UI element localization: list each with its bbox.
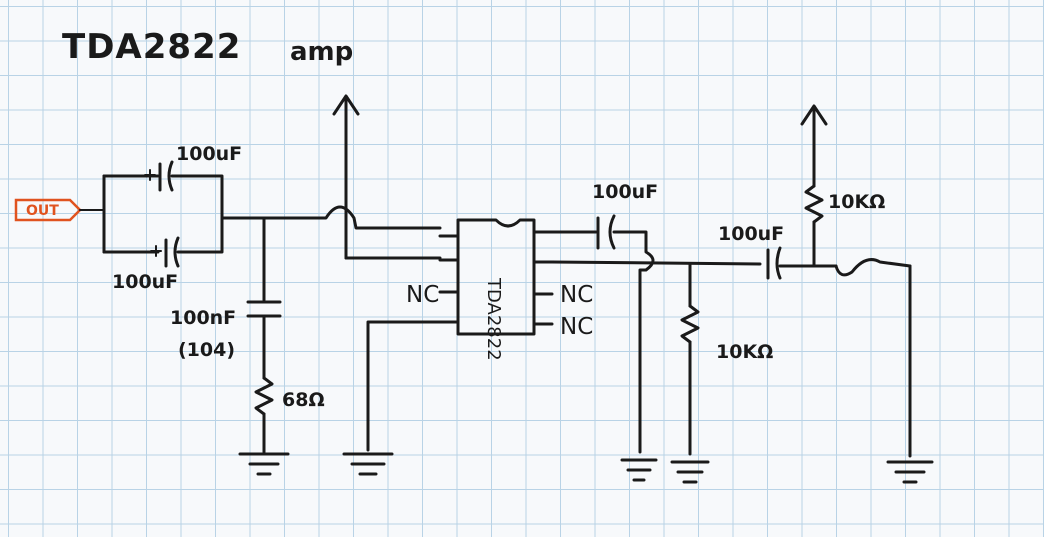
cap-zobel-label: 100nF bbox=[170, 307, 236, 329]
zobel-resistor bbox=[254, 376, 274, 416]
nc-right-1-label: NC bbox=[560, 282, 593, 308]
input-tag-label: OUT bbox=[26, 203, 59, 219]
nc-left-label: NC bbox=[406, 282, 439, 308]
load-resistor bbox=[680, 304, 700, 344]
title-text: TDA2822 bbox=[62, 27, 241, 67]
cap-out1-label: 100uF bbox=[592, 181, 658, 203]
pullup-resistor bbox=[804, 184, 824, 224]
ground-load bbox=[670, 460, 710, 484]
cap-in-top-label: 100uF bbox=[176, 143, 242, 165]
input-tag: OUT bbox=[14, 198, 82, 222]
ground-speaker bbox=[886, 460, 934, 484]
input-capacitor-top bbox=[144, 160, 174, 192]
ic-tda2822: TDA2822 bbox=[438, 218, 554, 361]
ground-zobel bbox=[238, 452, 290, 476]
cap-zobel-code-label: (104) bbox=[178, 339, 235, 361]
output-capacitor-1 bbox=[596, 214, 616, 250]
ic-label: TDA2822 bbox=[483, 277, 504, 361]
speaker-jack bbox=[834, 258, 912, 277]
output-capacitor-2 bbox=[766, 246, 782, 280]
input-capacitor-bottom bbox=[150, 236, 180, 268]
subtitle-text: amp bbox=[290, 37, 353, 67]
cap-out2-label: 100uF bbox=[718, 223, 784, 245]
res-load-label: 10KΩ bbox=[716, 341, 773, 363]
res-zobel-label: 68Ω bbox=[282, 389, 325, 411]
nc-right-2-label: NC bbox=[560, 314, 593, 340]
ground-cap1 bbox=[620, 458, 658, 482]
res-pullup-label: 10KΩ bbox=[828, 191, 885, 213]
cap-in-bottom-label: 100uF bbox=[112, 271, 178, 293]
zobel-capacitor bbox=[246, 300, 282, 318]
ground-ic bbox=[342, 452, 394, 476]
